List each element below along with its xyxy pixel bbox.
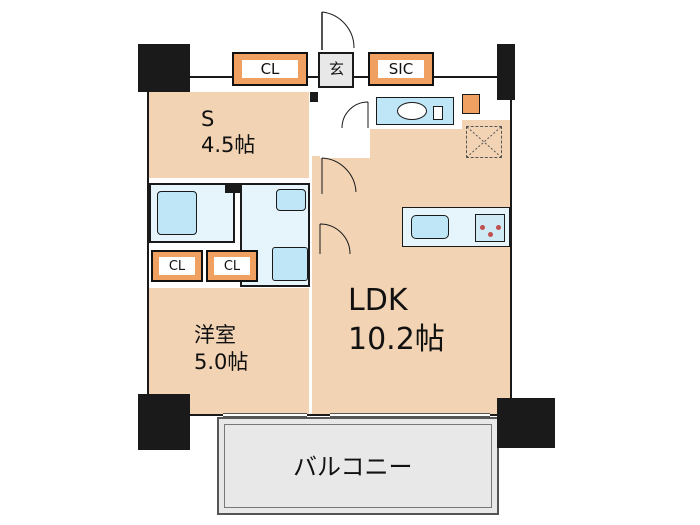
fridge-space-icon	[466, 126, 502, 158]
s-room-name: S	[201, 107, 215, 131]
closet-top-label: CL	[242, 60, 298, 78]
western-room: 洋室 5.0帖	[149, 288, 309, 414]
bathtub-icon	[157, 191, 197, 235]
sic-label: SIC	[378, 60, 424, 78]
hallway	[312, 156, 320, 414]
closet-bottom-right-label: CL	[214, 257, 250, 275]
stove-icon	[475, 214, 505, 242]
entrance: 玄	[318, 52, 354, 88]
closet-bottom-right: CL	[206, 250, 258, 282]
toilet-room	[370, 93, 462, 129]
s-room: S 4.5帖	[149, 92, 309, 178]
washing-machine-icon	[272, 247, 308, 281]
ldk-size: 10.2帖	[348, 322, 445, 357]
door-swing-icon	[341, 101, 369, 129]
door-swing-icon	[319, 223, 351, 255]
toilet-icon	[376, 97, 454, 125]
sic-closet: SIC	[368, 52, 434, 86]
entrance-door-icon	[321, 11, 355, 50]
balcony: バルコニー	[217, 417, 499, 515]
ldk	[318, 158, 510, 414]
s-room-size: 4.5帖	[201, 133, 256, 157]
western-room-size: 5.0帖	[194, 350, 249, 374]
closet-bottom-left: CL	[151, 250, 203, 282]
balcony-label: バルコニー	[293, 453, 413, 481]
kitchen-counter	[402, 207, 510, 247]
closet-top: CL	[232, 52, 308, 86]
closet-bottom-left-label: CL	[159, 257, 195, 275]
western-room-name: 洋室	[194, 323, 236, 347]
entrance-label: 玄	[329, 60, 345, 78]
ldk-name: LDK	[348, 283, 408, 318]
bathroom	[149, 183, 235, 243]
sink-icon	[411, 215, 449, 239]
washbasin-icon	[276, 189, 306, 211]
door-swing-icon	[321, 157, 357, 194]
